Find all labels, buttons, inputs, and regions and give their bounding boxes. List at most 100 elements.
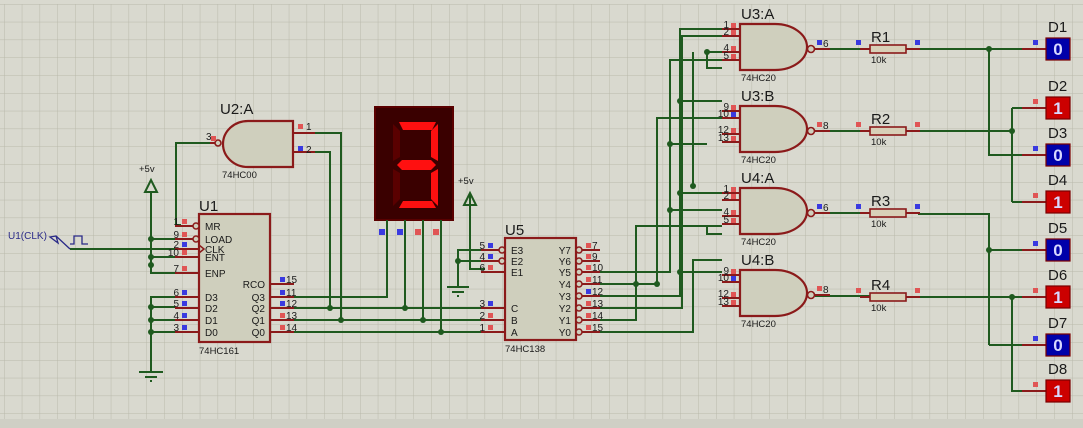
pin-name: LOAD [205, 235, 232, 246]
nand4-gates: U3:A1245674HC20U3:B9101213874HC20U4:A124… [718, 6, 830, 330]
logic-probe-d1[interactable]: D10 [1022, 19, 1071, 61]
inversion-bubble [575, 280, 583, 288]
wire-q1[interactable] [293, 132, 485, 321]
ground-icon [139, 371, 163, 382]
pin-state-indicator [856, 40, 861, 45]
inversion-bubble [575, 257, 583, 265]
pin-state-indicator [182, 232, 187, 237]
u1-ref: U1 [199, 198, 218, 215]
wire-r4-d6-d8[interactable] [918, 296, 1025, 392]
wire-y4[interactable] [600, 117, 722, 285]
pin-state-indicator [586, 301, 591, 306]
probe-body [1045, 379, 1071, 403]
wire-q2[interactable] [293, 151, 485, 309]
pin-state-indicator [731, 218, 736, 223]
pin-state-indicator [433, 229, 439, 235]
probe-value: 0 [1053, 336, 1062, 355]
pin-state-indicator [1033, 146, 1038, 151]
segment-d [399, 201, 436, 208]
pin-name: E2 [511, 257, 524, 268]
pin-number: 5 [723, 51, 729, 62]
junction-dot [420, 317, 426, 323]
u2a-pin-3: 3 [206, 132, 212, 143]
wire-q0[interactable] [293, 238, 485, 333]
junction-dot [677, 98, 683, 104]
pin-number: 13 [592, 299, 604, 310]
clock-edge-icon [198, 244, 206, 254]
pin-state-indicator [731, 112, 736, 117]
logic-probe-d8[interactable]: D81 [1022, 361, 1071, 403]
inversion-bubble [575, 304, 583, 312]
pin-number: 2 [479, 311, 485, 322]
probe-value: 1 [1053, 193, 1062, 212]
seven-segment-display[interactable] [374, 106, 454, 238]
pin-state-indicator [211, 136, 216, 141]
resistor-value: 10k [871, 219, 887, 230]
power-terminal-2[interactable]: +5v [458, 176, 478, 206]
pin-name: D3 [205, 293, 218, 304]
clock-generator[interactable]: U1(CLK) [8, 231, 88, 250]
wire-d-gnd[interactable] [150, 296, 175, 372]
wire-r2-d2-d4[interactable] [918, 107, 1025, 203]
wire-y2[interactable] [600, 35, 722, 309]
wire-enable-gnd[interactable] [457, 249, 485, 287]
wire-vcc1[interactable] [150, 192, 175, 274]
junction-dot [327, 305, 333, 311]
pin-number: 6 [823, 203, 829, 214]
pin-state-indicator [731, 292, 736, 297]
logic-probe-d2[interactable]: D21 [1022, 78, 1071, 120]
pin-state-indicator [182, 266, 187, 271]
probe-body [1045, 143, 1071, 167]
gate-ref: U4:B [741, 252, 774, 269]
pin-number: 9 [723, 102, 729, 113]
grid [0, 4, 1083, 420]
pin-state-indicator [1033, 288, 1038, 293]
wire-y3[interactable] [600, 28, 722, 297]
logic-probe-d3[interactable]: D30 [1022, 125, 1071, 167]
wire-y0[interactable] [600, 51, 722, 333]
pin-name: MR [205, 222, 221, 233]
pin-state-indicator [488, 301, 493, 306]
wire-vcc2[interactable] [469, 193, 485, 270]
probe-value: 0 [1053, 241, 1062, 260]
wire-r3-d5-d7[interactable] [918, 213, 1025, 346]
pin-state-indicator [731, 194, 736, 199]
wire-q3[interactable] [293, 238, 388, 298]
pin-state-indicator [731, 136, 736, 141]
logic-probe-d4[interactable]: D41 [1022, 172, 1071, 214]
pin-name: Y1 [559, 316, 572, 327]
pin-state-indicator [182, 242, 187, 247]
logic-probe-d6[interactable]: D61 [1022, 267, 1071, 309]
pin-number: 4 [723, 207, 729, 218]
gate-ref: U4:A [741, 170, 774, 187]
pin-name: ENP [205, 269, 226, 280]
pin-name: D2 [205, 304, 218, 315]
pin-state-indicator [182, 301, 187, 306]
logic-probe-d5[interactable]: D50 [1022, 220, 1071, 262]
pin-number: 5 [479, 241, 485, 252]
pin-state-indicator [856, 204, 861, 209]
power-terminal-1[interactable]: +5v [139, 164, 159, 198]
resistor-ref: R4 [871, 277, 890, 294]
probe-ref: D8 [1048, 361, 1067, 378]
junction-dot [1009, 128, 1015, 134]
pin-state-indicator [856, 122, 861, 127]
pin-state-indicator [731, 269, 736, 274]
pin-state-indicator [731, 46, 736, 51]
logic-probe-d7[interactable]: D70 [1022, 315, 1071, 357]
u2a-body [221, 119, 295, 169]
resistor-body [869, 44, 907, 54]
u2a-nand-gate[interactable]: U2:A 3 1 2 74HC00 [206, 101, 315, 181]
pin-number: 9 [173, 230, 179, 241]
